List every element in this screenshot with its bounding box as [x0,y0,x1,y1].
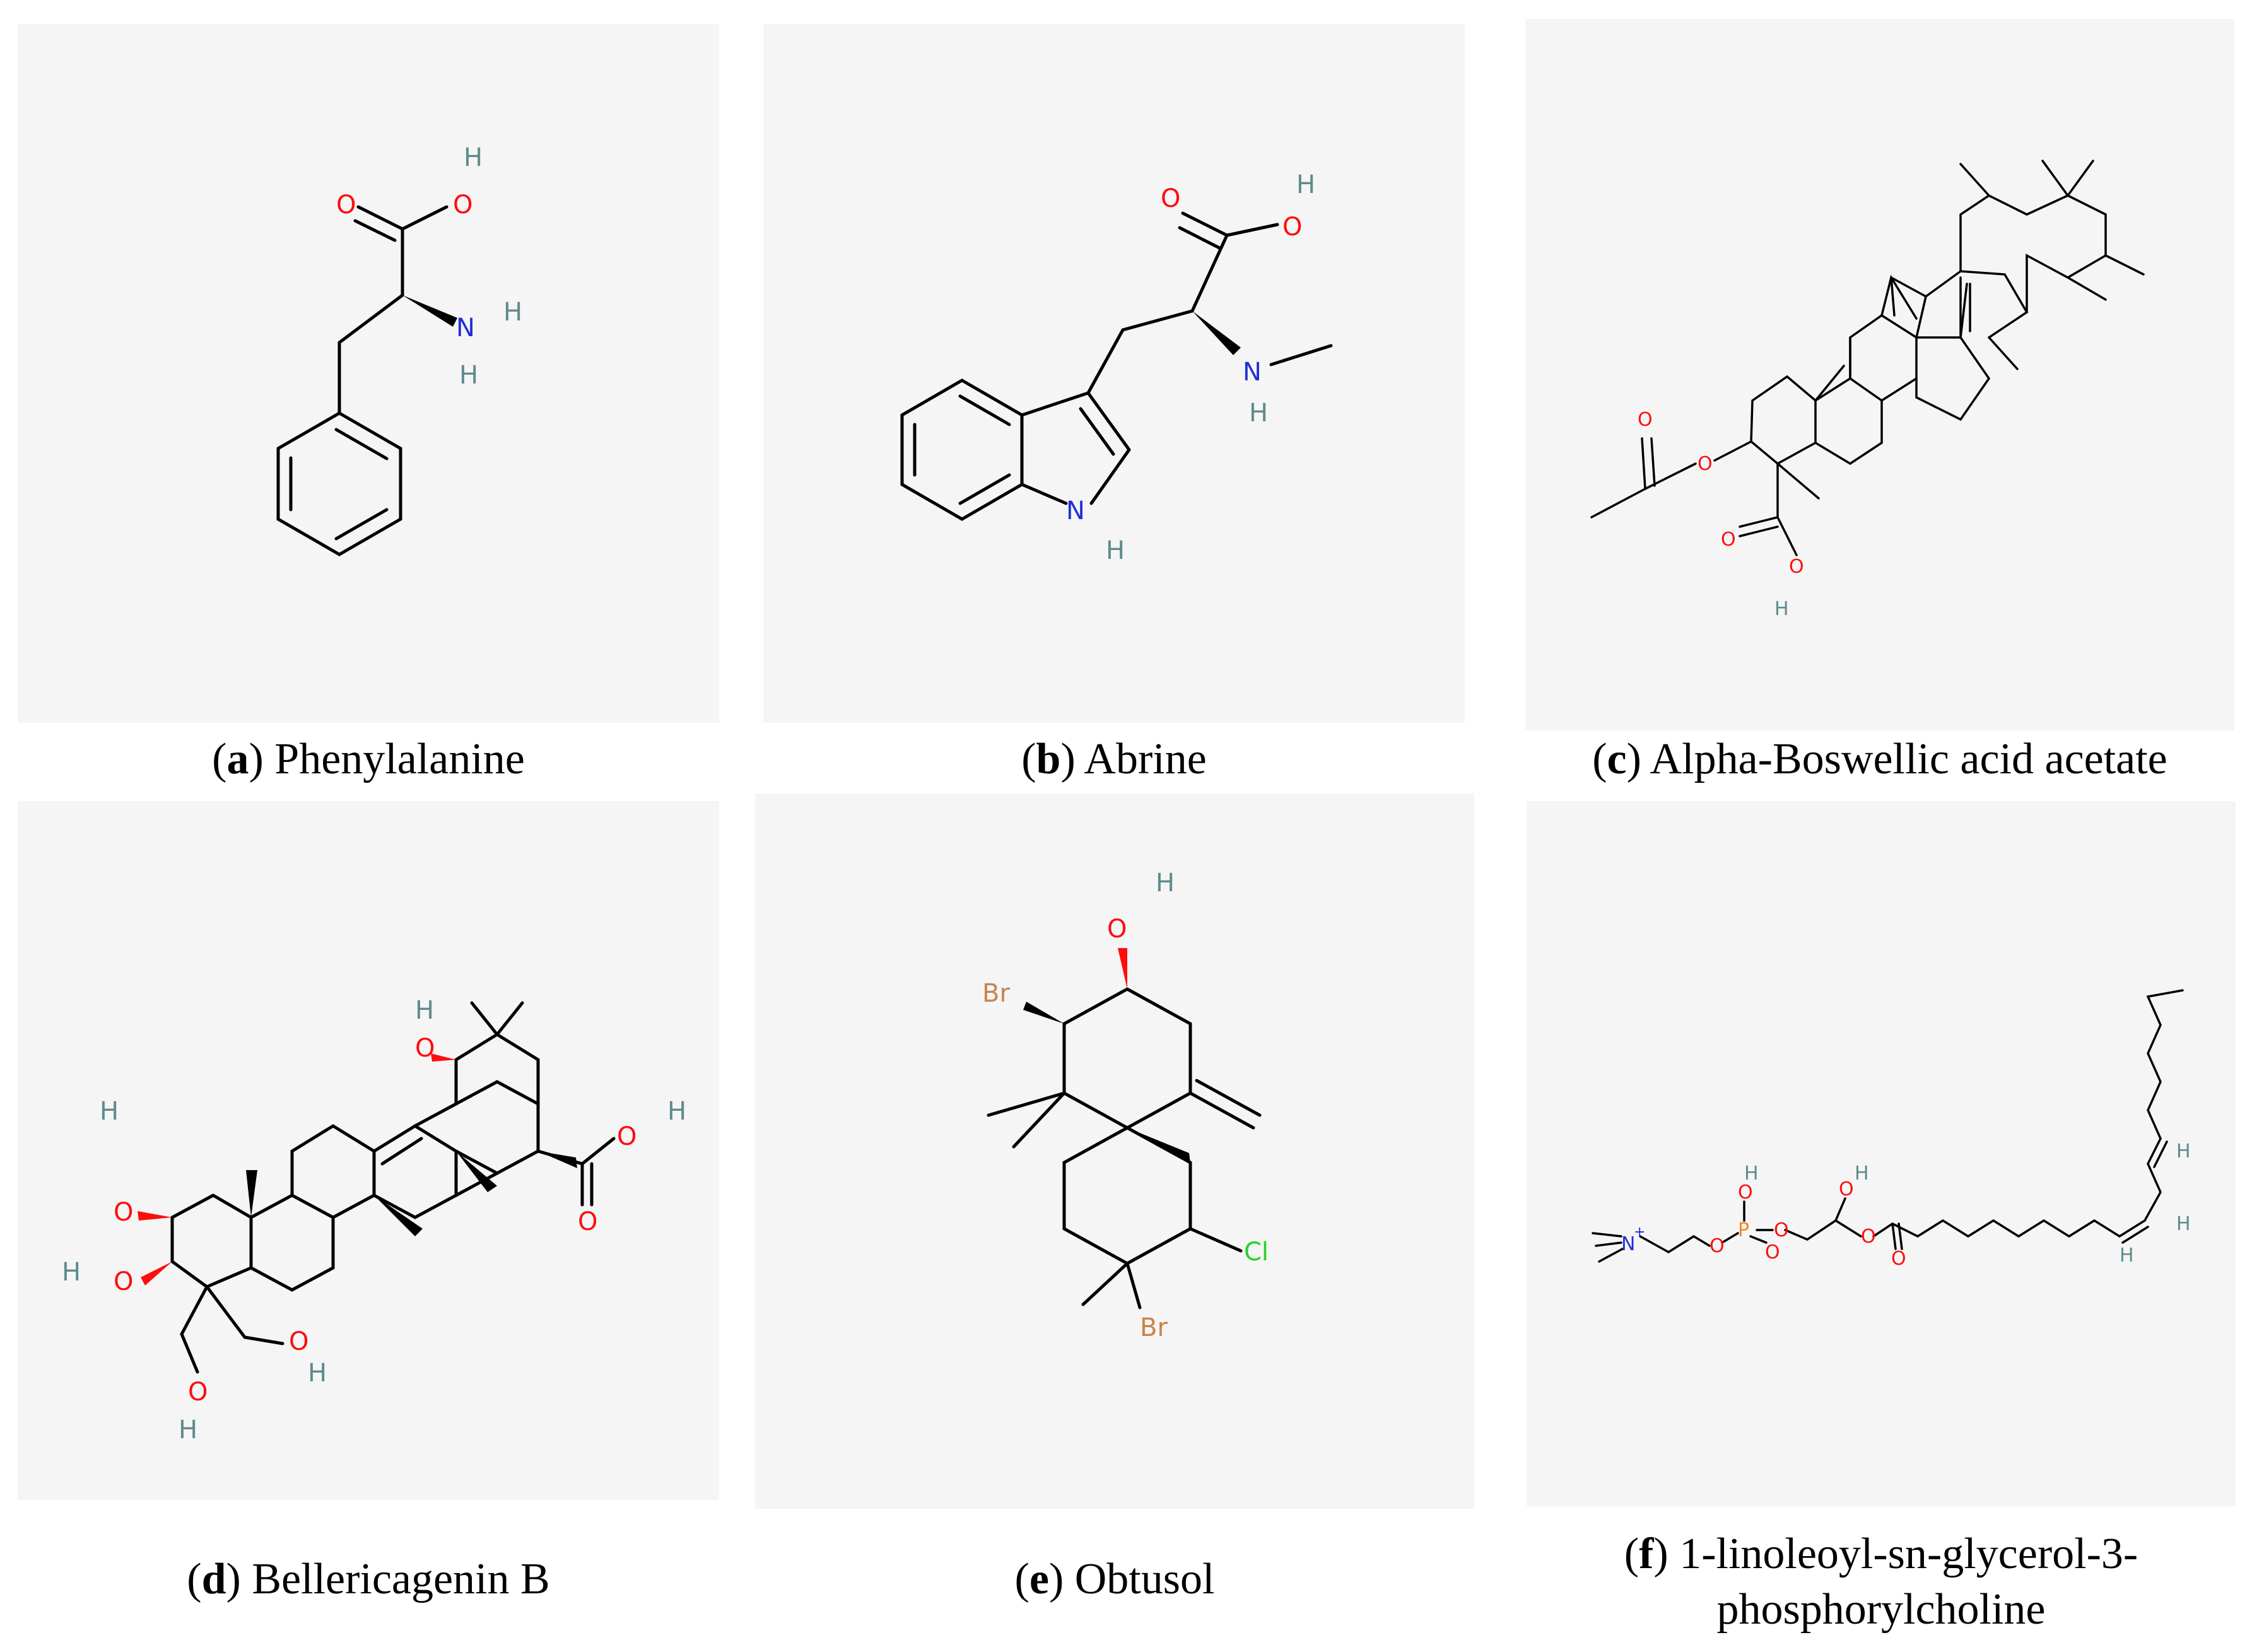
nitrogen-label: N [456,313,475,343]
oxygen-label: O [1710,1235,1725,1257]
obtusol-structure: O H Br Cl Br [982,869,1269,1342]
phenylalanine-structure: O O H N H H [276,143,522,556]
nitrogen-label: N [1621,1233,1635,1255]
boswellic-acid-acetate-structure: O O O O H [1590,160,2145,620]
hydrogen-label: H [1106,536,1125,565]
oxygen-label: O [114,1267,133,1296]
panel-d-structure: O H O H O H O H O H O H O [18,801,719,1500]
hydrogen-label: H [667,1097,686,1126]
oxygen-label: O [1765,1241,1780,1263]
hydrogen-label: H [1744,1163,1759,1185]
oxygen-label: O [1638,409,1653,431]
hydrogen-label: H [179,1415,197,1444]
panel-a-structure: O O H N H H [18,24,719,723]
phosphorus-label: P [1738,1219,1749,1241]
oxygen-label: O [336,190,356,220]
hydrogen-label: H [2176,1140,2191,1163]
charge-label: + [1634,1224,1645,1240]
oxygen-label: O [415,1034,435,1063]
oxygen-label: O [1107,915,1127,944]
hydrogen-label: H [2120,1245,2134,1267]
panel-b-structure: O O H N H N H [763,24,1465,723]
hydrogen-label: H [62,1258,81,1287]
oxygen-label: O [1861,1226,1876,1248]
caption-a: (a) Phenylalanine [212,735,525,783]
bromine-label: Br [1140,1313,1168,1342]
caption-b: (b) Abrine [1021,735,1207,783]
oxygen-label: O [453,190,472,220]
hydrogen-label: H [308,1359,327,1388]
hydrogen-label: H [1156,869,1175,898]
hydrogen-label: H [1249,399,1268,428]
hydrogen-label: H [464,143,483,172]
hydrogen-label: H [100,1097,119,1126]
nitrogen-label: N [1243,358,1262,387]
oxygen-label: O [1721,529,1736,551]
lysophosphatidylcholine-structure: N + O P O H O O O H O O H H H [1592,989,2191,1270]
nitrogen-label: N [1066,496,1085,525]
panel-c-structure: O O O O H [1525,19,2234,730]
panel-f-structure: N + O P O H O O O H O O H H H [1527,801,2236,1506]
caption-c: (c) Alpha-Boswellic acid acetate [1592,735,2167,783]
oxygen-label: O [578,1207,597,1236]
chlorine-label: Cl [1244,1238,1269,1267]
oxygen-label: O [289,1327,308,1356]
oxygen-label: O [114,1198,133,1227]
panel-e-structure: O H Br Cl Br [755,794,1474,1509]
caption-f: (f) 1-linoleoyl-sn-glycerol-3-phosphoryl… [1624,1530,2138,1634]
hydrogen-label: H [503,298,522,327]
oxygen-label: O [188,1378,208,1407]
oxygen-label: O [1839,1178,1854,1200]
hydrogen-label: H [1296,170,1315,199]
oxygen-label: O [1891,1248,1906,1270]
hydrogen-label: H [2176,1213,2191,1235]
abrine-structure: O O H N H N H [900,170,1333,565]
hydrogen-label: H [459,361,478,390]
oxygen-label: O [1789,556,1804,578]
oxygen-label: O [1738,1181,1753,1204]
hydrogen-label: H [1774,598,1789,620]
bellericagenin-b-structure: O H O H O H O H O H O H O [62,996,686,1444]
oxygen-label: O [1774,1219,1789,1241]
caption-e: (e) Obtusol [1014,1555,1215,1603]
oxygen-label: O [1161,184,1180,213]
caption-d: (d) Bellericagenin B [187,1555,550,1603]
bromine-label: Br [982,979,1010,1008]
oxygen-label: O [617,1122,636,1151]
oxygen-label: O [1282,213,1302,242]
hydrogen-label: H [1855,1163,1869,1185]
hydrogen-label: H [415,996,434,1025]
oxygen-label: O [1698,453,1713,475]
